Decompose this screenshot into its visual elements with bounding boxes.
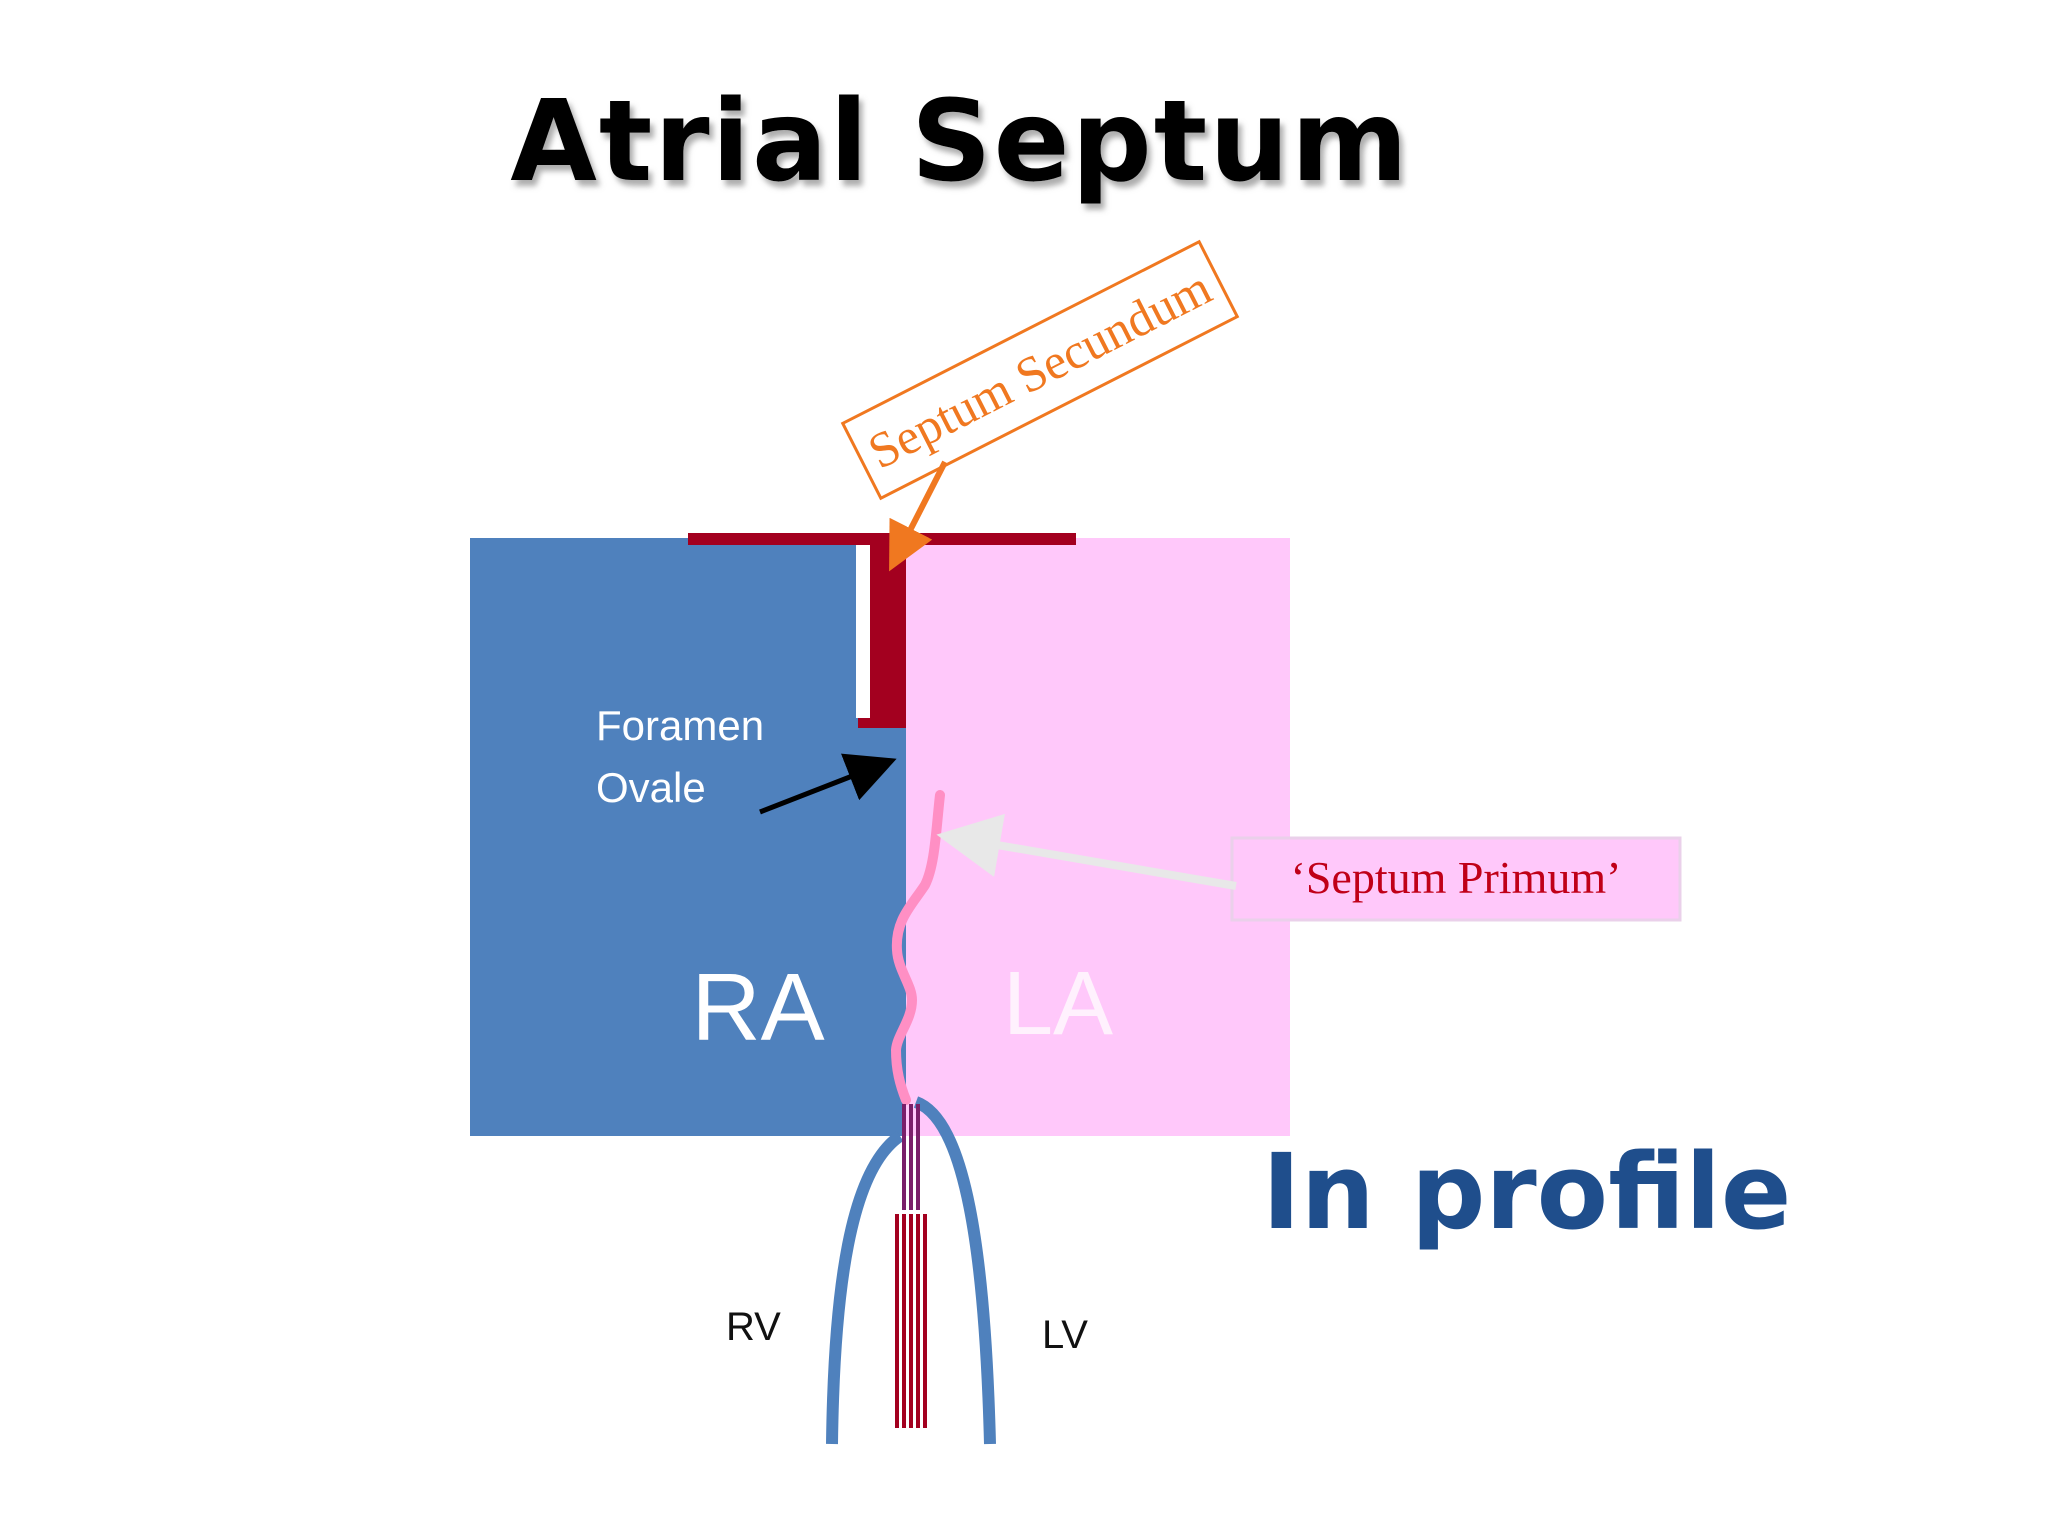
subtitle-in-profile: In profile (1262, 1131, 1791, 1253)
septum-secundum-callout: Septum Secundum (840, 239, 1240, 501)
foramen-ovale-arrow (759, 753, 897, 815)
ra-label: RA (691, 954, 824, 1061)
rv-label: RV (726, 1305, 781, 1349)
septum-secundum-callout-box (840, 239, 1240, 501)
septum-primum-callout-text: ‘Septum Primum’ (1291, 852, 1622, 903)
page-title: Atrial Septum (510, 77, 1410, 207)
septum-primum-callout-box (1230, 836, 1682, 922)
septum-primum-arrow (936, 813, 1237, 890)
septum-primum (890, 790, 945, 1105)
septum-secundum-arrow (889, 460, 948, 572)
lv-label: LV (1042, 1313, 1088, 1357)
right-atrium (470, 538, 910, 1136)
foramen-ovale-label-line1: Foramen (596, 702, 764, 749)
la-label: LA (1003, 954, 1113, 1054)
septum-secundum-callout-text: Septum Secundum (859, 259, 1220, 480)
septum-secundum-highlight (856, 545, 870, 718)
foramen-ovale-label-line2: Ovale (596, 764, 706, 811)
interventricular-septum (895, 1104, 927, 1428)
lv-wall (913, 1096, 996, 1445)
rv-wall (826, 1131, 904, 1445)
